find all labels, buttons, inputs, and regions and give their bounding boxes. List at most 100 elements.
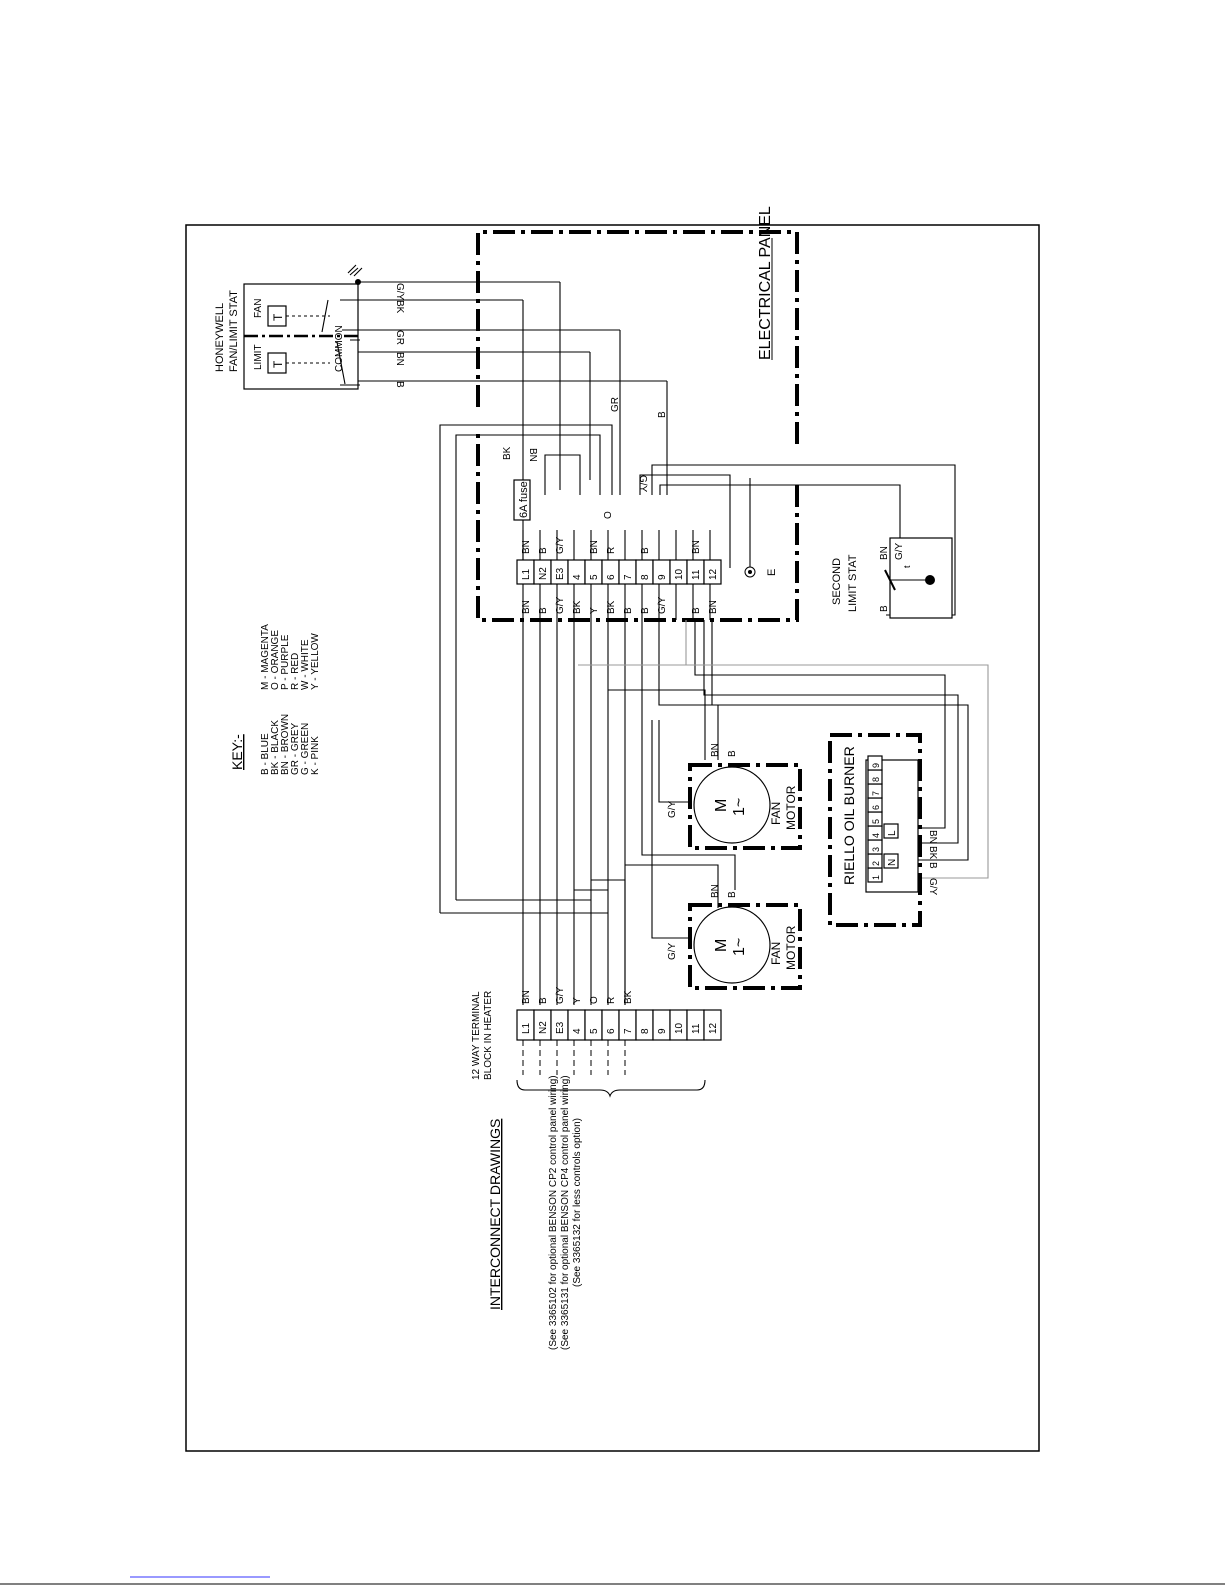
burner-pin [867, 755, 883, 771]
heater-terminal-label: E3 [555, 1021, 566, 1034]
key-entry: O - ORANGE [270, 630, 281, 690]
harness-wires [440, 620, 989, 1005]
key-entry: R - RED [290, 653, 301, 690]
feeder-wire-b: B [657, 411, 668, 418]
heater-block-line1: 12 WAY TERMINAL [471, 991, 482, 1080]
fan-motor-top-bn: BN [710, 743, 721, 757]
stat-wire-gy: G/Y [394, 283, 405, 301]
panel-bottom-wire-label: G/Y [657, 596, 668, 614]
stat-wire-bn: BN [394, 352, 405, 366]
panel-terminal-label: N2 [538, 567, 549, 580]
panel-terminal-label: 11 [691, 569, 702, 580]
heater-terminal [584, 1009, 603, 1041]
panel-bottom-wire-label: B [623, 607, 634, 614]
panel-terminal-label: 9 [657, 574, 668, 580]
heater-wire-label: G/Y [555, 986, 566, 1004]
second-stat-wire-bn: BN [879, 546, 890, 560]
panel-terminal-label: 6 [606, 574, 617, 580]
burner-pin-label: 1 [871, 875, 881, 880]
panel-terminal-block: L1BNBNN2BBE3G/YG/Y4BK5BNY6RBK7B8BB9G/Y10… [516, 511, 722, 620]
stat-wire-b: B [394, 381, 405, 388]
burner-pin-label: 6 [871, 805, 881, 810]
panel-bottom-wire-label: G/Y [555, 596, 566, 614]
panel-terminal-label: 10 [674, 568, 685, 580]
panel-top-wire-label: B [538, 547, 549, 554]
stat-limit-label: LIMIT [253, 344, 264, 370]
fan-motor-top: M 1~ FAN MOTOR G/Y BN B [667, 743, 802, 850]
panel-terminal-label: 5 [589, 574, 600, 580]
stat-wire-gr: GR [394, 330, 405, 345]
electrical-panel-label: ELECTRICAL PANEL [757, 206, 774, 360]
panel-terminal [703, 559, 722, 585]
heater-terminal-label: 4 [572, 1028, 583, 1034]
fuse-label: 6A fuse [518, 481, 530, 518]
heater-terminal-label: 8 [640, 1028, 651, 1034]
stat-title-1: HONEYWELL [214, 303, 226, 372]
panel-bottom-wire-label: B [640, 607, 651, 614]
stat-title-2: FAN/LIMIT STAT [228, 290, 240, 372]
stat-common-label: COMMON [334, 325, 345, 372]
interconnect-title: INTERCONNECT DRAWINGS [487, 1119, 503, 1310]
panel-bottom-wire-label: BK [606, 600, 617, 614]
panel-terminal-label: L1 [521, 568, 532, 580]
heater-terminal [652, 1009, 671, 1041]
fan-motor-top-line2: MOTOR [784, 785, 798, 830]
heater-block-line2: BLOCK IN HEATER [483, 991, 494, 1080]
fan-motor-bottom-phase: 1~ [731, 938, 748, 956]
heater-terminal [618, 1009, 637, 1041]
burner-wire-bk: BK [927, 846, 938, 860]
fan-motor-top-line1: FAN [769, 802, 783, 825]
fan-motor-bottom-m: M [713, 939, 730, 952]
burner-l-label: L [887, 830, 898, 836]
key-entry: G - GREEN [300, 723, 311, 775]
heater-terminal-label: 10 [674, 1022, 685, 1034]
key-entry: BN - BROWN [280, 714, 291, 775]
second-stat-wire-gy: G/Y [894, 542, 905, 560]
stat-t-fan: T [271, 313, 285, 321]
heater-wire-label: BN [521, 990, 532, 1004]
panel-bottom-wire-label: B [691, 607, 702, 614]
panel-bottom-wire-label: Y [589, 607, 600, 614]
heater-terminal-label: 12 [708, 1022, 719, 1034]
key-entry: W - WHITE [300, 639, 311, 690]
burner-wire-b: B [927, 862, 938, 869]
heater-wire-label: R [606, 997, 617, 1004]
interconnect-notes: INTERCONNECT DRAWINGS (See 3365102 for o… [487, 1075, 583, 1350]
key-entry: K - PINK [310, 736, 321, 775]
burner-wire-bn: BN [927, 830, 938, 844]
key-entry: M - MAGENTA [260, 624, 271, 690]
heater-terminal [703, 1009, 722, 1041]
heater-terminal-label: 7 [623, 1028, 634, 1034]
panel-bottom-wire-label: BK [572, 600, 583, 614]
burner-pin-label: 2 [871, 861, 881, 866]
heater-terminal-label: 11 [691, 1023, 702, 1034]
electrical-panel-frame: ELECTRICAL PANEL [476, 206, 799, 622]
heater-wire-label: B [538, 997, 549, 1004]
feeder-wire-bn: BN [527, 448, 538, 462]
panel-top-wire-label: R [606, 547, 617, 554]
heater-wire-label: Y [572, 997, 583, 1004]
panel-terminal-label: 7 [623, 574, 634, 580]
heater-terminal-label: L1 [521, 1022, 532, 1034]
key-heading: KEY:- [229, 734, 245, 770]
panel-top-wire-label: BN [521, 540, 532, 554]
stat-fan-label: FAN [253, 299, 264, 318]
fan-motor-bottom-bn: BN [710, 884, 721, 898]
panel-bottom-wire-label: BN [521, 600, 532, 614]
fan-motor-top-b: B [727, 750, 738, 757]
heater-terminal [635, 1009, 654, 1041]
earth-label: E [766, 569, 778, 576]
key-entry: BK - BLACK [270, 720, 281, 775]
panel-terminal-label: E3 [555, 567, 566, 580]
earth-terminal: E [744, 478, 778, 578]
second-stat-line1: SECOND [831, 558, 843, 605]
interconnect-line-1: (See 3365102 for optional BENSON CP2 con… [548, 1075, 559, 1350]
fan-motor-top-gy: G/Y [667, 800, 678, 818]
panel-terminal-label: 8 [640, 574, 651, 580]
heater-terminal-block: 12 WAY TERMINAL BLOCK IN HEATER L1BNN2BE… [471, 986, 722, 1098]
burner-title: RIELLO OIL BURNER [841, 746, 857, 885]
fan-motor-bottom-gy: G/Y [667, 942, 678, 960]
panel-wire-o: O [603, 511, 614, 519]
burner-n-box [883, 853, 899, 869]
